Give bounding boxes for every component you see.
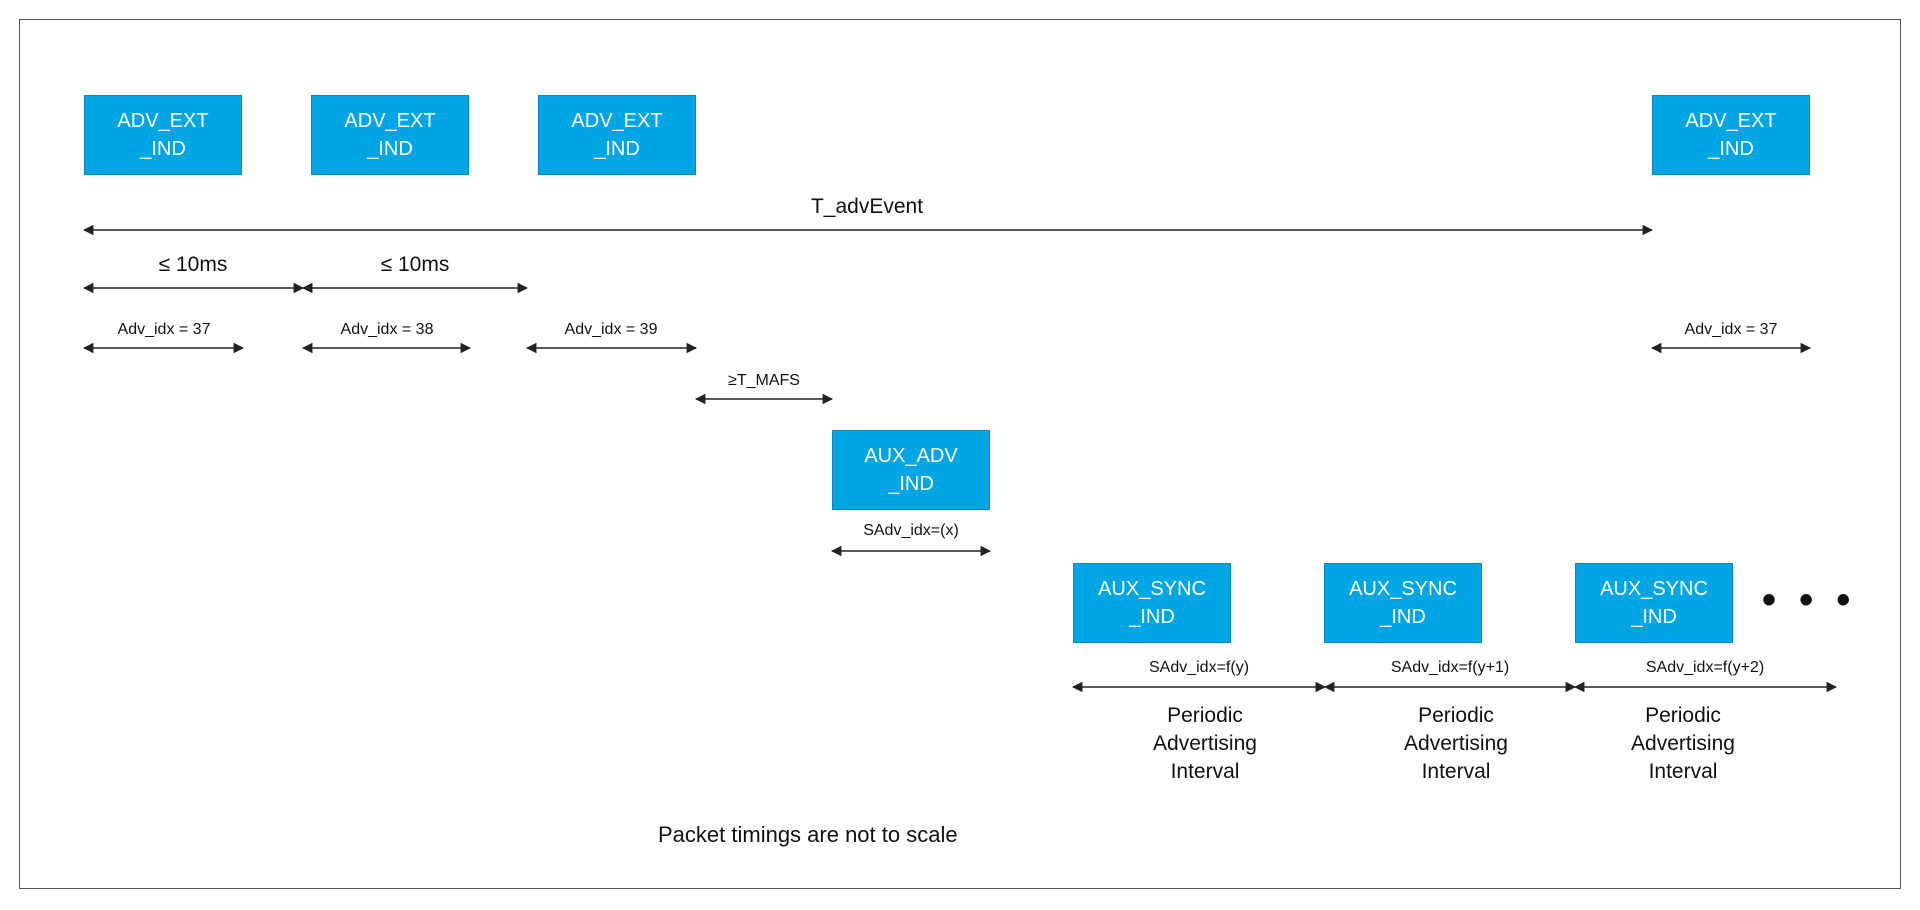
periodic-advertising-interval-2: Periodic Advertising Interval [1376,702,1536,786]
packet-label-line1: AUX_ADV [864,445,958,467]
sadv-y2-label: SAdv_idx=f(y+2) [1645,659,1765,676]
interval-line: Interval [1648,760,1718,783]
aux-sync-ind-packet-3: AUX_SYNC _IND [1575,563,1733,643]
t-mafs-label: ≥T_MAFS [728,372,800,389]
gap-2-label: ≤ 10ms [380,253,450,276]
adv-ext-ind-packet-3: ADV_EXT _IND [538,95,696,175]
sadv-x-label: SAdv_idx=(x) [863,522,959,539]
periodic-advertising-interval-3: Periodic Advertising Interval [1603,702,1763,786]
sadv-y1-label: SAdv_idx=f(y+1) [1390,659,1510,676]
aux-sync-ind-packet-2: AUX_SYNC _IND [1324,563,1482,643]
packet-label-line2: _IND [367,138,413,160]
adv-idx-1-label: Adv_idx = 37 [117,321,211,338]
t-adv-event-label: T_advEvent [810,195,924,218]
scale-note: Packet timings are not to scale [658,822,958,847]
adv-idx-2-label: Adv_idx = 38 [340,321,434,338]
packet-label-line2: _IND [1380,606,1426,628]
packet-label-line1: ADV_EXT [1685,110,1777,132]
adv-idx-3-label: Adv_idx = 39 [564,321,658,338]
interval-line: Advertising [1153,732,1257,755]
adv-idx-4-label: Adv_idx = 37 [1684,321,1778,338]
interval-line: Periodic [1418,704,1494,727]
aux-sync-ind-packet-1: AUX_SYNC _IND [1073,563,1231,643]
adv-ext-ind-packet-1: ADV_EXT _IND [84,95,242,175]
gap-1-label: ≤ 10ms [158,253,228,276]
packet-label-line2: _IND [1129,606,1175,628]
interval-line: Interval [1421,760,1491,783]
aux-adv-ind-packet: AUX_ADV _IND [832,430,990,510]
periodic-advertising-interval-1: Periodic Advertising Interval [1125,702,1285,786]
packet-label-line2: _IND [888,473,934,495]
packet-label-line1: ADV_EXT [344,110,436,132]
interval-line: Interval [1170,760,1240,783]
packet-label-line1: ADV_EXT [571,110,663,132]
packet-label-line1: ADV_EXT [117,110,209,132]
interval-line: Advertising [1631,732,1735,755]
adv-ext-ind-packet-2: ADV_EXT _IND [311,95,469,175]
interval-line: Periodic [1167,704,1243,727]
packet-label-line1: AUX_SYNC [1349,578,1457,600]
packet-label-line2: _IND [594,138,640,160]
adv-ext-ind-packet-4: ADV_EXT _IND [1652,95,1810,175]
interval-line: Periodic [1645,704,1721,727]
packet-label-line2: _IND [1708,138,1754,160]
sadv-y-label: SAdv_idx=f(y) [1148,659,1250,676]
interval-line: Advertising [1404,732,1508,755]
continuation-ellipsis: • • • [1762,578,1857,622]
packet-label-line2: _IND [140,138,186,160]
packet-label-line2: _IND [1631,606,1677,628]
packet-label-line1: AUX_SYNC [1098,578,1206,600]
diagram-frame [19,19,1901,889]
packet-label-line1: AUX_SYNC [1600,578,1708,600]
